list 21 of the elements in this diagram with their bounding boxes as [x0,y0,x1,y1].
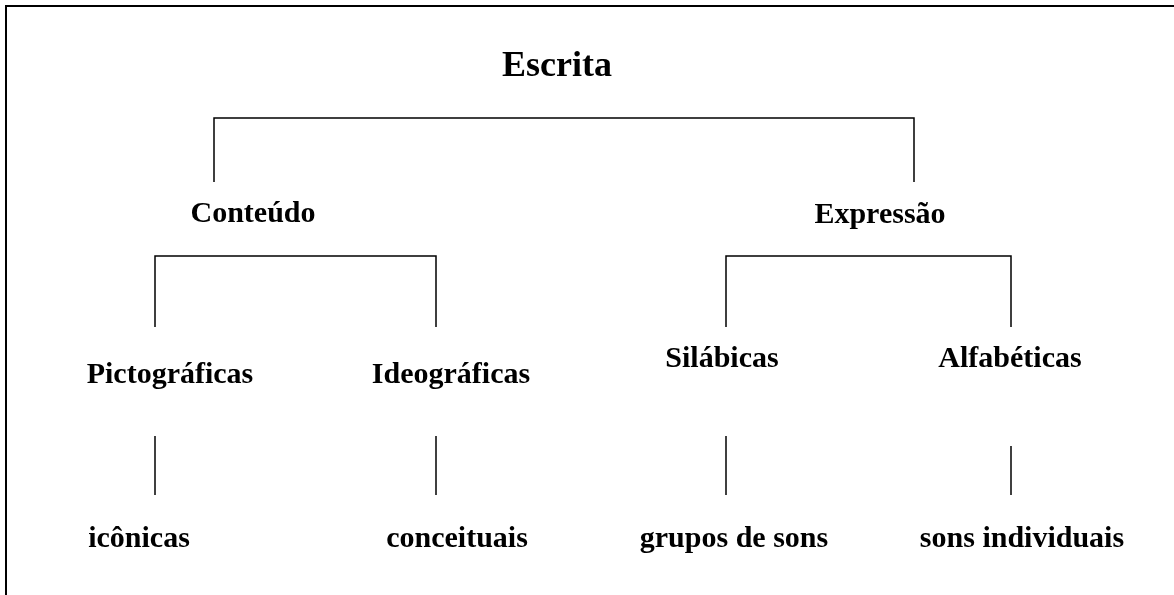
node-label: icônicas [88,518,190,555]
connector-line [154,255,254,328]
node-label: sons individuais [919,518,1125,555]
node-label: Ideográficas [371,354,531,391]
connector-line [213,117,558,183]
connector-line [154,435,156,496]
connector-line [879,255,1012,328]
connector-line [252,255,437,328]
node-label: Expressão [814,194,946,231]
node-label: Escrita [502,43,612,86]
node-label: grupos de sons [639,518,829,555]
connector-line [725,435,727,496]
connector-line [556,117,915,183]
node-label: Conteúdo [190,193,316,230]
connector-line [1010,445,1012,496]
connector-line [435,435,437,496]
node-label: Pictográficas [86,354,254,391]
node-label: conceituais [386,518,528,555]
node-label: Silábicas [665,338,779,375]
connector-line [725,255,881,328]
node-label: Alfabéticas [938,338,1082,375]
